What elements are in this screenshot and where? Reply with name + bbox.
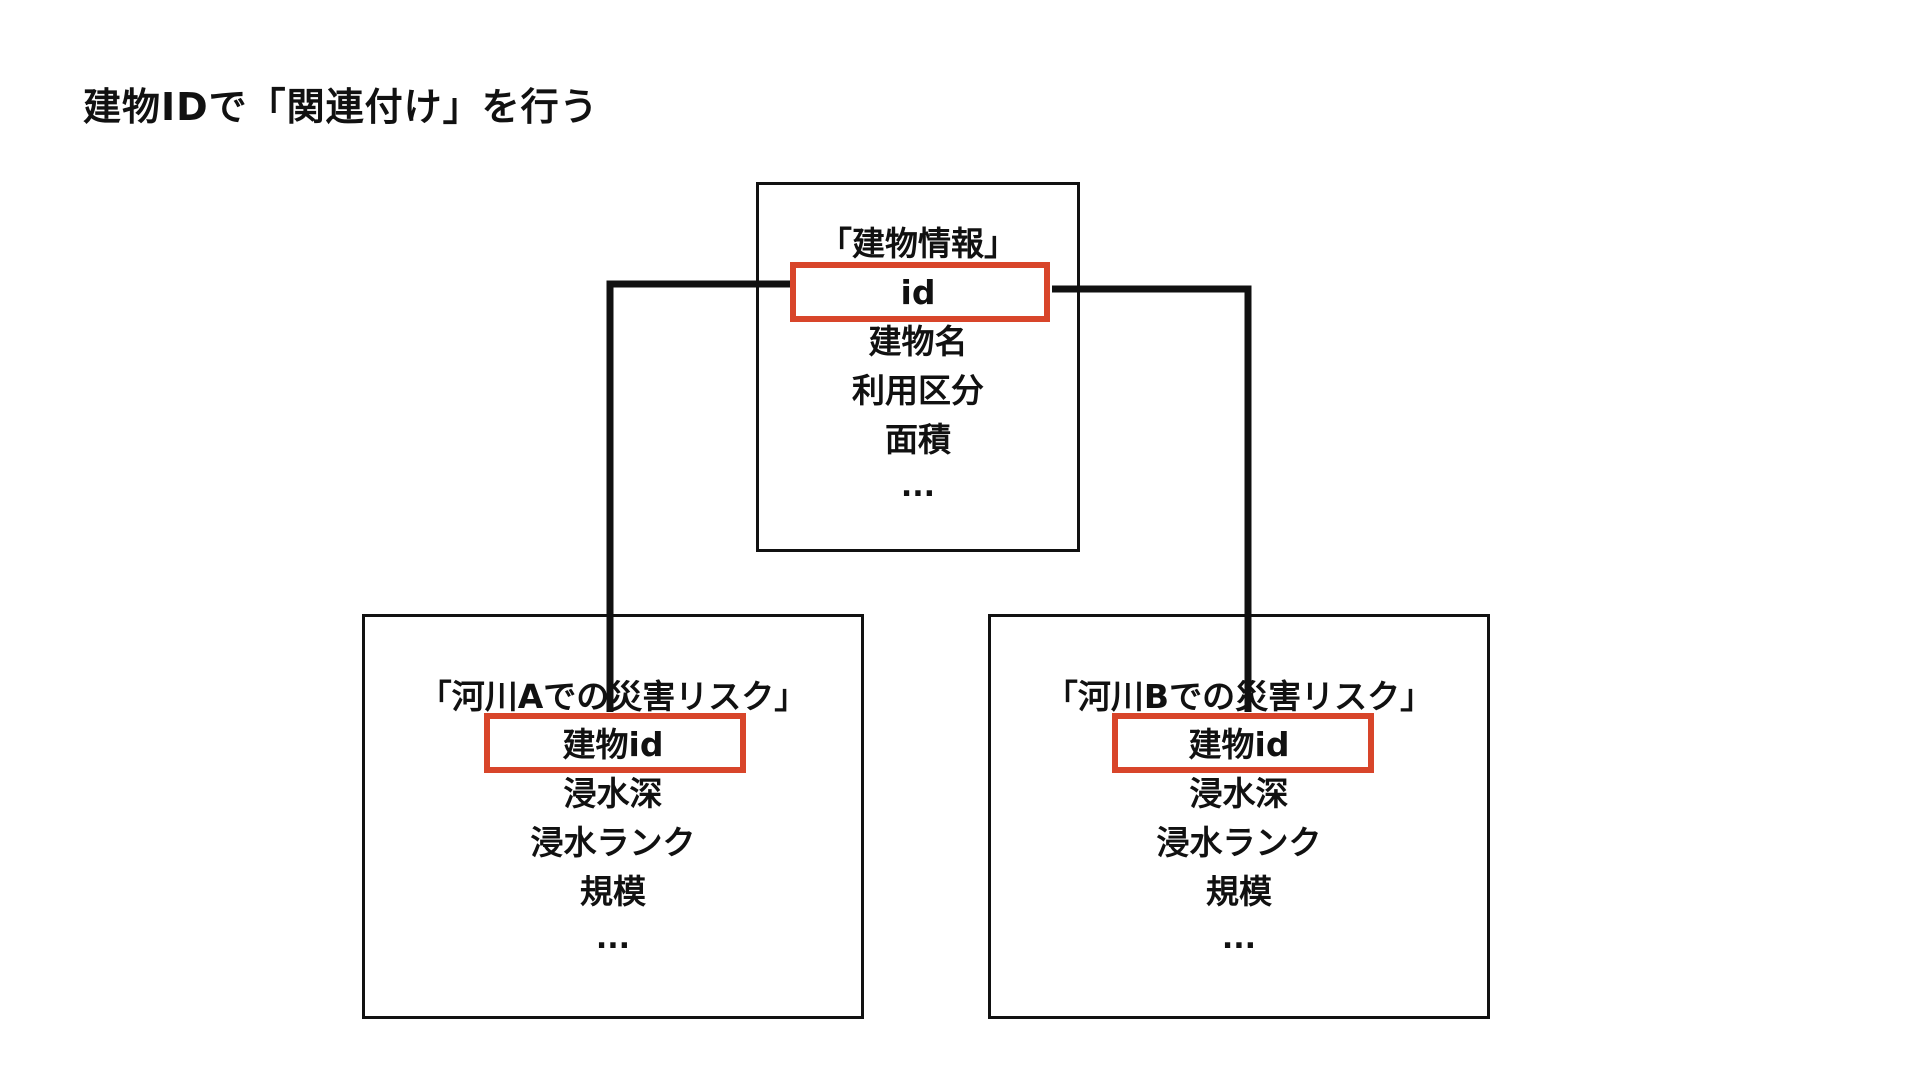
field-scale: 規模 <box>1206 872 1272 911</box>
field-scale: 規模 <box>580 872 646 911</box>
key-highlight-building-id <box>790 262 1050 322</box>
key-highlight-river-a-building-id <box>484 713 746 773</box>
key-field-building-id: 建物id <box>1188 725 1290 764</box>
field-flood-depth: 浸水深 <box>1189 774 1289 813</box>
field-area: 面積 <box>885 420 951 459</box>
more-fields: ... <box>595 921 631 956</box>
field-flood-rank: 浸水ランク <box>530 823 696 862</box>
more-fields: ... <box>900 469 936 504</box>
river-b-risk-table: 「河川Bでの災害リスク」 建物id 浸水深 浸水ランク 規模 ... <box>988 614 1490 1019</box>
field-flood-depth: 浸水深 <box>563 774 663 813</box>
key-field-id: id <box>900 273 936 312</box>
field-usage-category: 利用区分 <box>852 371 984 410</box>
building-info-table: 「建物情報」 id 建物名 利用区分 面積 ... <box>756 182 1080 552</box>
more-fields: ... <box>1221 921 1257 956</box>
field-flood-rank: 浸水ランク <box>1156 823 1322 862</box>
river-a-risk-table: 「河川Aでの災害リスク」 建物id 浸水深 浸水ランク 規模 ... <box>362 614 864 1019</box>
slide-title: 建物IDで「関連付け」を行う <box>83 85 599 129</box>
key-highlight-river-b-building-id <box>1112 713 1374 773</box>
table-name: 「建物情報」 <box>819 224 1017 263</box>
field-building-name: 建物名 <box>868 322 968 361</box>
key-field-building-id: 建物id <box>562 725 664 764</box>
